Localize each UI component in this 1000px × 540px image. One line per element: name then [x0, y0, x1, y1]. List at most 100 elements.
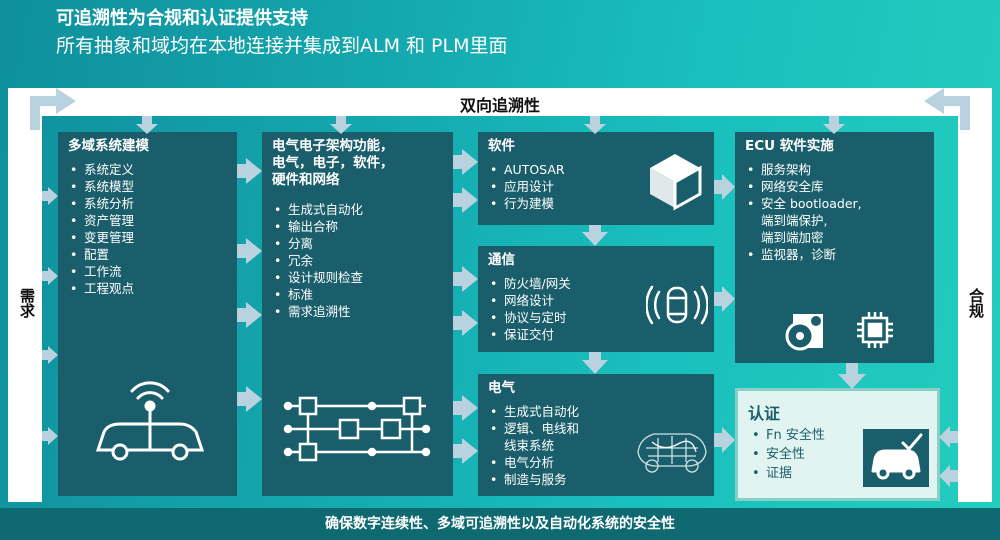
- ee-title-line: 电气，电子，软件，: [272, 155, 394, 171]
- list-item: 工作流: [70, 263, 233, 280]
- arrow-down-ecu: [823, 116, 845, 134]
- arrow-ee-elec-1: [453, 395, 478, 421]
- car-check-icon: [863, 429, 929, 487]
- arrow-compliance-cert-1: [939, 426, 958, 448]
- software-disc-icon: [785, 314, 823, 351]
- arrow-down-ee: [330, 116, 352, 134]
- certification-box: 认证 Fn 安全性 安全性 证据: [735, 388, 940, 501]
- list-item: 协议与定时: [490, 309, 710, 326]
- arrow-compliance-cert-2: [939, 465, 958, 487]
- arrow-ee-elec-2: [453, 438, 478, 464]
- list-item: 系统模型: [70, 178, 233, 195]
- list-item: 生成式自动化: [274, 201, 449, 218]
- connected-car-icon: [95, 381, 205, 461]
- arrow-mbse-ee-2: [237, 238, 262, 264]
- ecu-list: 服务架构 网络安全库 安全 bootloader, 端到端保护, 端到端加密 监…: [735, 159, 934, 263]
- list-item: Fn 安全性: [752, 426, 937, 445]
- arrow-ee-comm-1: [453, 266, 478, 292]
- electrical-list: 生成式自动化 逻辑、电线和 线束系统 电气分析 制造与服务: [478, 401, 714, 488]
- cube-icon: [650, 154, 702, 211]
- arrow-mbse-ee-1: [237, 158, 262, 184]
- list-item: 需求追溯性: [274, 303, 449, 320]
- car-signal-icon: [646, 285, 708, 325]
- list-item: 网络安全库: [747, 178, 930, 195]
- communication-title: 通信: [488, 252, 515, 268]
- software-box: 软件 AUTOSAR 应用设计 行为建模: [478, 132, 714, 225]
- list-item: 网络设计: [490, 292, 710, 309]
- page-subtitle: 所有抽象和域均在本地连接并集成到ALM 和 PLM里面: [56, 35, 508, 57]
- software-list: AUTOSAR 应用设计 行为建模: [478, 159, 714, 212]
- list-item: 保证交付: [490, 326, 710, 343]
- requirements-label: 需求: [18, 288, 36, 318]
- arrow-elec-cert: [714, 427, 735, 453]
- arrow-mbse-ee-4: [237, 386, 262, 412]
- traceability-frame-left: [8, 88, 42, 502]
- mbse-title: 多域系统建模: [68, 138, 149, 154]
- electrical-box: 电气 生成式自动化 逻辑、电线和 线束系统 电气分析 制造与服务: [478, 374, 714, 496]
- bidirectional-traceability-label: 双向追溯性: [459, 96, 540, 115]
- arrow-comm-elec: [582, 352, 608, 374]
- list-item: 工程观点: [70, 280, 233, 297]
- electrical-title: 电气: [488, 380, 515, 396]
- list-item: 安全 bootloader,: [747, 195, 930, 212]
- traceability-frame-right: [958, 88, 992, 502]
- arrow-down-software: [584, 116, 606, 134]
- arrow-top-left: [30, 88, 76, 130]
- software-title: 软件: [488, 138, 515, 154]
- arrow-software-ecu: [714, 174, 735, 200]
- arrow-req-2: [42, 267, 58, 285]
- communication-list: 防火墙/网关 网络设计 协议与定时 保证交付: [478, 273, 714, 343]
- arrow-req-1: [42, 187, 58, 205]
- compliance-label: 合规: [967, 288, 985, 318]
- certification-title: 认证: [748, 404, 781, 423]
- ecu-software-box: ECU 软件实施 服务架构 网络安全库 安全 bootloader, 端到端保护…: [735, 132, 934, 363]
- list-item: 输出合称: [274, 218, 449, 235]
- list-item: 变更管理: [70, 229, 233, 246]
- list-item: 分离: [274, 235, 449, 252]
- list-item: 逻辑、电线和: [490, 420, 710, 437]
- arrow-top-right: [924, 88, 970, 130]
- list-item: 冗余: [274, 252, 449, 269]
- ecu-title: ECU 软件实施: [745, 138, 834, 154]
- wire-harness-icon: [637, 433, 707, 473]
- architecture-network-icon: [283, 396, 431, 462]
- list-item: 标准: [274, 286, 449, 303]
- certification-list: Fn 安全性 安全性 证据: [738, 426, 937, 483]
- list-item: 端到端保护,: [761, 213, 828, 228]
- traceability-frame-top: [8, 88, 992, 116]
- list-item: 防火墙/网关: [490, 275, 710, 292]
- list-item: 生成式自动化: [490, 403, 710, 420]
- list-item: 资产管理: [70, 212, 233, 229]
- arrow-req-4: [42, 427, 58, 445]
- ee-architecture-list: 生成式自动化 输出合称 分离 冗余 设计规则检查 标准 需求追溯性: [262, 193, 453, 320]
- list-item: 行为建模: [490, 195, 710, 212]
- list-item: 配置: [70, 246, 233, 263]
- arrow-down-mbse: [136, 116, 158, 134]
- list-item: 证据: [752, 464, 937, 483]
- arrow-req-3: [42, 346, 58, 364]
- mbse-list: 系统定义 系统模型 系统分析 资产管理 变更管理 配置 工作流 工程观点: [58, 159, 237, 297]
- footer-banner: 确保数字连续性、多域可追溯性以及自动化系统的安全性: [0, 508, 1000, 540]
- list-item: 系统定义: [70, 161, 233, 178]
- list-item: 线束系统: [504, 438, 555, 453]
- communication-box: 通信 防火墙/网关 网络设计 协议与定时 保证交付: [478, 246, 714, 352]
- arrow-ecu-cert: [838, 363, 866, 389]
- ee-title-line: 电气电子架构功能，: [272, 138, 394, 154]
- list-item: 服务架构: [747, 161, 930, 178]
- ee-architecture-box: 电气电子架构功能， 电气，电子，软件， 硬件和网络 生成式自动化 输出合称 分离…: [262, 132, 453, 496]
- arrow-comm-ecu: [714, 286, 735, 312]
- ee-title-line: 硬件和网络: [272, 172, 340, 188]
- list-item: 安全性: [752, 445, 937, 464]
- list-item: 监视器，诊断: [747, 246, 930, 263]
- list-item: 应用设计: [490, 178, 710, 195]
- ee-architecture-title: 电气电子架构功能， 电气，电子，软件， 硬件和网络: [262, 132, 453, 193]
- list-item: AUTOSAR: [490, 161, 710, 178]
- arrow-software-comm: [582, 225, 608, 246]
- arrow-ee-software-2: [453, 187, 478, 213]
- arrow-ee-comm-2: [453, 310, 478, 336]
- list-item: 系统分析: [70, 195, 233, 212]
- list-item: 电气分析: [490, 454, 710, 471]
- mbse-box: 多域系统建模 系统定义 系统模型 系统分析 资产管理 变更管理 配置 工作流 工…: [58, 132, 237, 496]
